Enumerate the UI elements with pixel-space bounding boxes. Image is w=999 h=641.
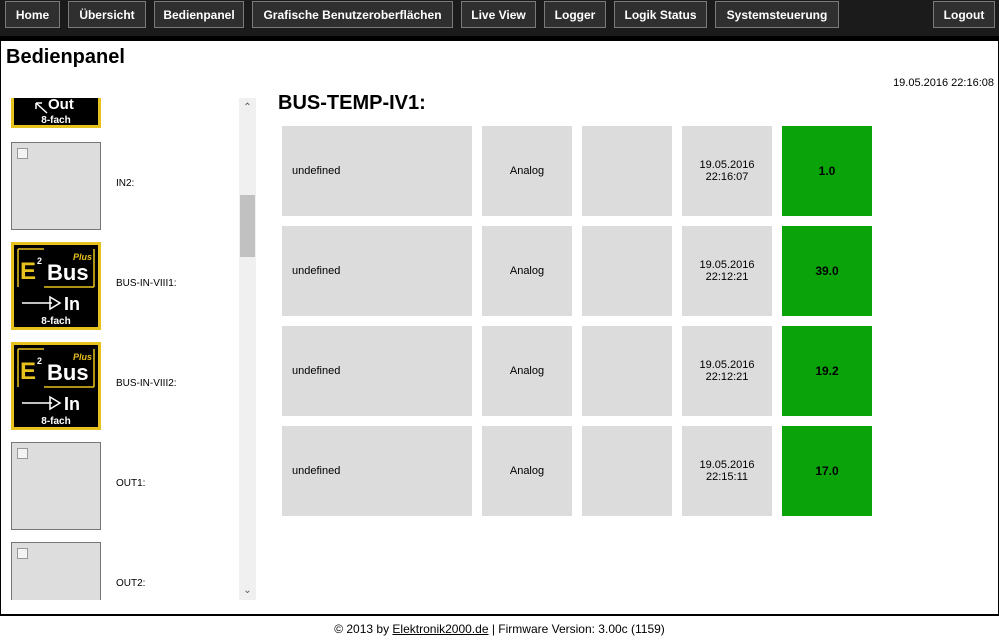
svg-text:Bus: Bus [47, 360, 89, 385]
footer-copyright: © 2013 by [334, 622, 393, 636]
footer-link-elektronik2000[interactable]: Elektronik2000.de [392, 622, 489, 636]
channel-name-cell: undefined [282, 426, 472, 516]
svg-text:Plus: Plus [73, 252, 92, 262]
timestamp-time: 22:12:21 [705, 271, 749, 283]
timestamp-date: 19.05.2016 [699, 359, 755, 371]
page-title: Bedienpanel [6, 46, 125, 68]
svg-text:E: E [20, 258, 36, 285]
channel-value-cell[interactable]: 17.0 [782, 426, 872, 516]
page-border-left [0, 41, 1, 614]
scroll-up-arrow-icon[interactable]: ⌃ [243, 102, 252, 113]
device-label-bus-in-viii1: BUS-IN-VIII1: [116, 278, 177, 289]
device-list-panel: Out 8-fach IN2: E 2 Bus Plus In 8-fach B… [0, 98, 258, 600]
logout-button[interactable]: Logout [933, 1, 995, 28]
nav-home-button[interactable]: Home [5, 1, 60, 28]
timestamp-time: 22:12:21 [705, 371, 749, 383]
svg-text:8-fach: 8-fach [41, 316, 70, 327]
broken-image-icon [17, 148, 28, 159]
e2bus-out-logo-icon: Out 8-fach [35, 98, 74, 126]
svg-text:Bus: Bus [47, 260, 89, 285]
channel-value-cell[interactable]: 1.0 [782, 126, 872, 216]
nav-logger-button[interactable]: Logger [544, 1, 606, 28]
svg-text:In: In [64, 294, 80, 314]
footer-firmware-version: | Firmware Version: 3.00c (1159) [488, 622, 665, 636]
channel-extra-cell [582, 226, 672, 316]
device-label-out2: OUT2: [116, 578, 146, 589]
device-tile-out1[interactable] [11, 442, 101, 530]
broken-image-icon [17, 548, 28, 559]
e2bus-in-logo-icon: E 2 Bus Plus In 8-fach [17, 348, 95, 427]
nav-live-view-button[interactable]: Live View [461, 1, 536, 28]
svg-text:2: 2 [37, 256, 42, 266]
footer-divider [0, 614, 999, 616]
top-navigation: Home Übersicht Bedienpanel Grafische Ben… [0, 0, 999, 41]
channel-extra-cell [582, 326, 672, 416]
svg-text:Plus: Plus [73, 352, 92, 362]
svg-text:8-fach: 8-fach [41, 416, 70, 427]
current-datetime: 19.05.2016 22:16:08 [893, 77, 994, 89]
nav-systemsteuerung-button[interactable]: Systemsteuerung [715, 1, 839, 28]
timestamp-time: 22:16:07 [705, 171, 749, 183]
device-tile-in2[interactable] [11, 142, 101, 230]
channel-timestamp-cell: 19.05.2016 22:12:21 [682, 326, 772, 416]
e2bus-in-logo-icon: E 2 Bus Plus In 8-fach [17, 248, 95, 327]
nav-uebersicht-button[interactable]: Übersicht [68, 1, 146, 28]
device-title: BUS-TEMP-IV1: [278, 92, 426, 114]
channel-value-cell[interactable]: 39.0 [782, 226, 872, 316]
broken-image-icon [17, 448, 28, 459]
channel-timestamp-cell: 19.05.2016 22:12:21 [682, 226, 772, 316]
timestamp-time: 22:15:11 [705, 471, 748, 483]
footer: © 2013 by Elektronik2000.de | Firmware V… [0, 622, 999, 636]
svg-text:Out: Out [48, 98, 74, 113]
channel-name-cell: undefined [282, 326, 472, 416]
device-tile-bus-in-viii2[interactable]: E 2 Bus Plus In 8-fach [11, 342, 101, 430]
channel-type-cell: Analog [482, 226, 572, 316]
channel-extra-cell [582, 426, 672, 516]
device-tile-out2[interactable] [11, 542, 101, 600]
device-tile-out[interactable]: Out 8-fach [11, 98, 101, 128]
timestamp-date: 19.05.2016 [699, 259, 755, 271]
svg-text:E: E [20, 358, 36, 385]
header-divider [0, 36, 999, 41]
timestamp-date: 19.05.2016 [699, 159, 755, 171]
channel-type-cell: Analog [482, 126, 572, 216]
channel-name-cell: undefined [282, 126, 472, 216]
device-list-scrollbar[interactable]: ⌃ ⌄ [239, 98, 256, 600]
channel-timestamp-cell: 19.05.2016 22:15:11 [682, 426, 772, 516]
channel-timestamp-cell: 19.05.2016 22:16:07 [682, 126, 772, 216]
timestamp-date: 19.05.2016 [699, 459, 755, 471]
svg-text:2: 2 [37, 356, 42, 366]
nav-bedienpanel-button[interactable]: Bedienpanel [154, 1, 244, 28]
device-label-in2: IN2: [116, 178, 135, 189]
nav-logik-status-button[interactable]: Logik Status [614, 1, 707, 28]
device-tile-bus-in-viii1[interactable]: E 2 Bus Plus In 8-fach [11, 242, 101, 330]
channel-extra-cell [582, 126, 672, 216]
scroll-down-arrow-icon[interactable]: ⌄ [243, 585, 252, 596]
nav-grafische-benutzeroberflaechen-button[interactable]: Grafische Benutzeroberflächen [252, 1, 453, 28]
svg-text:8-fach: 8-fach [41, 115, 70, 125]
channel-type-cell: Analog [482, 326, 572, 416]
svg-text:In: In [64, 394, 80, 414]
channel-type-cell: Analog [482, 426, 572, 516]
channel-name-cell: undefined [282, 226, 472, 316]
device-label-bus-in-viii2: BUS-IN-VIII2: [116, 378, 177, 389]
device-label-out1: OUT1: [116, 478, 146, 489]
scrollbar-thumb[interactable] [240, 195, 255, 257]
channel-value-cell[interactable]: 19.2 [782, 326, 872, 416]
